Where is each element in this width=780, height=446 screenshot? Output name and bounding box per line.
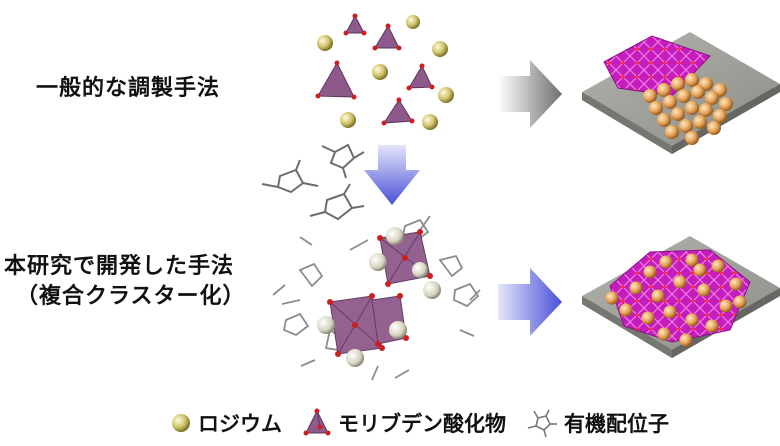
this-work-line1: 本研究で開発した手法 xyxy=(4,254,235,279)
legend-moox-label: モリブデン酸化物 xyxy=(338,412,506,436)
right-arrow-blue xyxy=(498,268,562,336)
organic-ligands xyxy=(261,143,365,221)
down-arrow xyxy=(364,145,420,205)
legend-ligand-label: 有機配位子 xyxy=(564,412,669,436)
rhodium-sphere-icon xyxy=(172,414,190,432)
legend: ロジウム モリブデン酸化物 有機配位子 xyxy=(170,406,689,440)
moox-tetrahedron-icon xyxy=(303,408,331,436)
right-arrow-gray xyxy=(498,60,562,128)
conventional-result xyxy=(582,32,780,154)
this-work-result xyxy=(582,236,780,358)
legend-rhodium-label: ロジウム xyxy=(198,412,282,436)
legend-ligand: 有機配位子 xyxy=(526,408,669,438)
legend-moox: モリブデン酸化物 xyxy=(302,408,506,438)
legend-rhodium: ロジウム xyxy=(170,408,282,438)
conventional-precursors xyxy=(315,13,454,130)
organic-ligand-icon xyxy=(527,409,557,438)
composite-cluster xyxy=(272,215,481,381)
this-work-line2: （複合クラスター化） xyxy=(16,284,246,309)
conventional-method-label: 一般的な調製手法 xyxy=(36,76,221,101)
this-work-method-label: 本研究で開発した手法 （複合クラスター化） xyxy=(4,252,246,312)
